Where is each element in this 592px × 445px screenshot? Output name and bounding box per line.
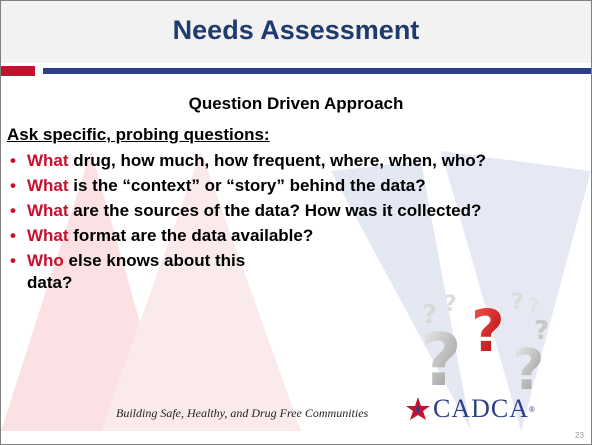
svg-text:?: ? xyxy=(511,290,524,315)
bullet-item: • What drug, how much, how frequent, wher… xyxy=(7,150,563,172)
lead-text: Ask specific, probing questions: xyxy=(7,125,270,144)
bullet-text: drug, how much, how frequent, where, whe… xyxy=(68,151,486,170)
svg-text:?: ? xyxy=(420,318,462,391)
bullet-dot-icon: • xyxy=(10,176,16,195)
bullet-item: • Who else knows about this data? xyxy=(7,250,277,294)
bullet-keyword: Who xyxy=(27,251,64,270)
bullet-dot-icon: • xyxy=(10,251,16,270)
bullet-text: are the sources of the data? How was it … xyxy=(68,201,482,220)
bullet-dot-icon: • xyxy=(10,151,16,170)
svg-text:?: ? xyxy=(444,292,457,317)
bullet-list: • What drug, how much, how frequent, wher… xyxy=(7,150,563,297)
bullet-item: • What are the sources of the data? How w… xyxy=(7,200,563,222)
bullet-text: else knows about this data? xyxy=(27,251,246,292)
cadca-logo: CADCA® xyxy=(405,394,535,424)
title-rule-blue xyxy=(43,68,591,74)
svg-text:?: ? xyxy=(471,297,505,365)
slide-title: Needs Assessment xyxy=(172,15,420,45)
bullet-keyword: What xyxy=(27,176,69,195)
page-number: 23 xyxy=(575,431,584,440)
svg-text:?: ? xyxy=(534,316,549,346)
bullet-item: • What is the “context” or “story” behind… xyxy=(7,175,563,197)
bullet-text: format are the data available? xyxy=(68,226,314,245)
bullet-item: • What format are the data available? xyxy=(7,225,563,247)
bullet-dot-icon: • xyxy=(10,226,16,245)
bullet-dot-icon: • xyxy=(10,201,16,220)
svg-text:?: ? xyxy=(512,338,544,391)
title-rule-red xyxy=(1,66,35,76)
question-marks-image: ? ? ? ? ? ? ? ? xyxy=(420,290,549,391)
bullet-text: is the “context” or “story” behind the d… xyxy=(68,176,426,195)
logo-text: CADCA xyxy=(433,394,530,423)
bullet-keyword: What xyxy=(27,201,69,220)
trademark-icon: ® xyxy=(529,404,535,414)
svg-text:?: ? xyxy=(528,294,540,318)
slide-subtitle: Question Driven Approach xyxy=(188,94,404,113)
bullet-keyword: What xyxy=(27,151,69,170)
title-band xyxy=(1,1,591,63)
svg-text:?: ? xyxy=(422,300,437,330)
footer-tagline: Building Safe, Healthy, and Drug Free Co… xyxy=(116,406,369,420)
star-icon xyxy=(406,397,430,420)
bullet-keyword: What xyxy=(27,226,69,245)
